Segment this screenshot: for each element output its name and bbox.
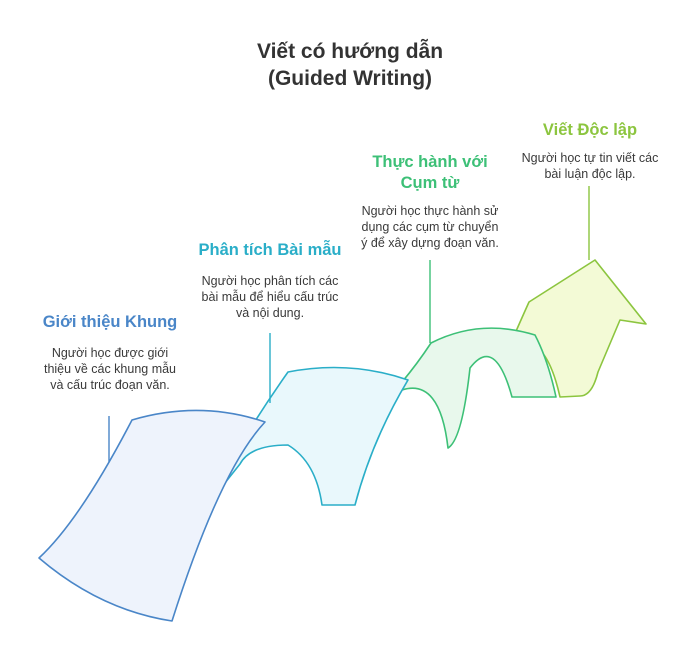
stage-1-ribbon — [38, 409, 266, 622]
step-2-title: Phân tích Bài mẫu — [198, 241, 342, 259]
step-3-description: Người học thực hành sử dụng các cụm từ c… — [361, 204, 499, 250]
stage-3-ribbon — [359, 327, 557, 449]
stage-2-ribbon — [204, 366, 409, 509]
step-4-description: Người học tự tin viết các bài luận độc l… — [521, 151, 659, 181]
step-1-title: Giới thiệu Khung — [42, 313, 178, 331]
diagram-title: Viết có hướng dẫn (Guided Writing) — [0, 38, 700, 92]
step-4-title: Viết Độc lập — [542, 121, 638, 139]
title-line-1: Viết có hướng dẫn — [256, 40, 444, 63]
title-line-2: (Guided Writing) — [267, 67, 433, 90]
step-2-description: Người học phân tích các bài mẫu để hiểu … — [201, 274, 339, 320]
step-3-title: Thực hành với Cụm từ — [372, 153, 488, 192]
step-1-description: Người học được giới thiệu về các khung m… — [43, 346, 177, 392]
